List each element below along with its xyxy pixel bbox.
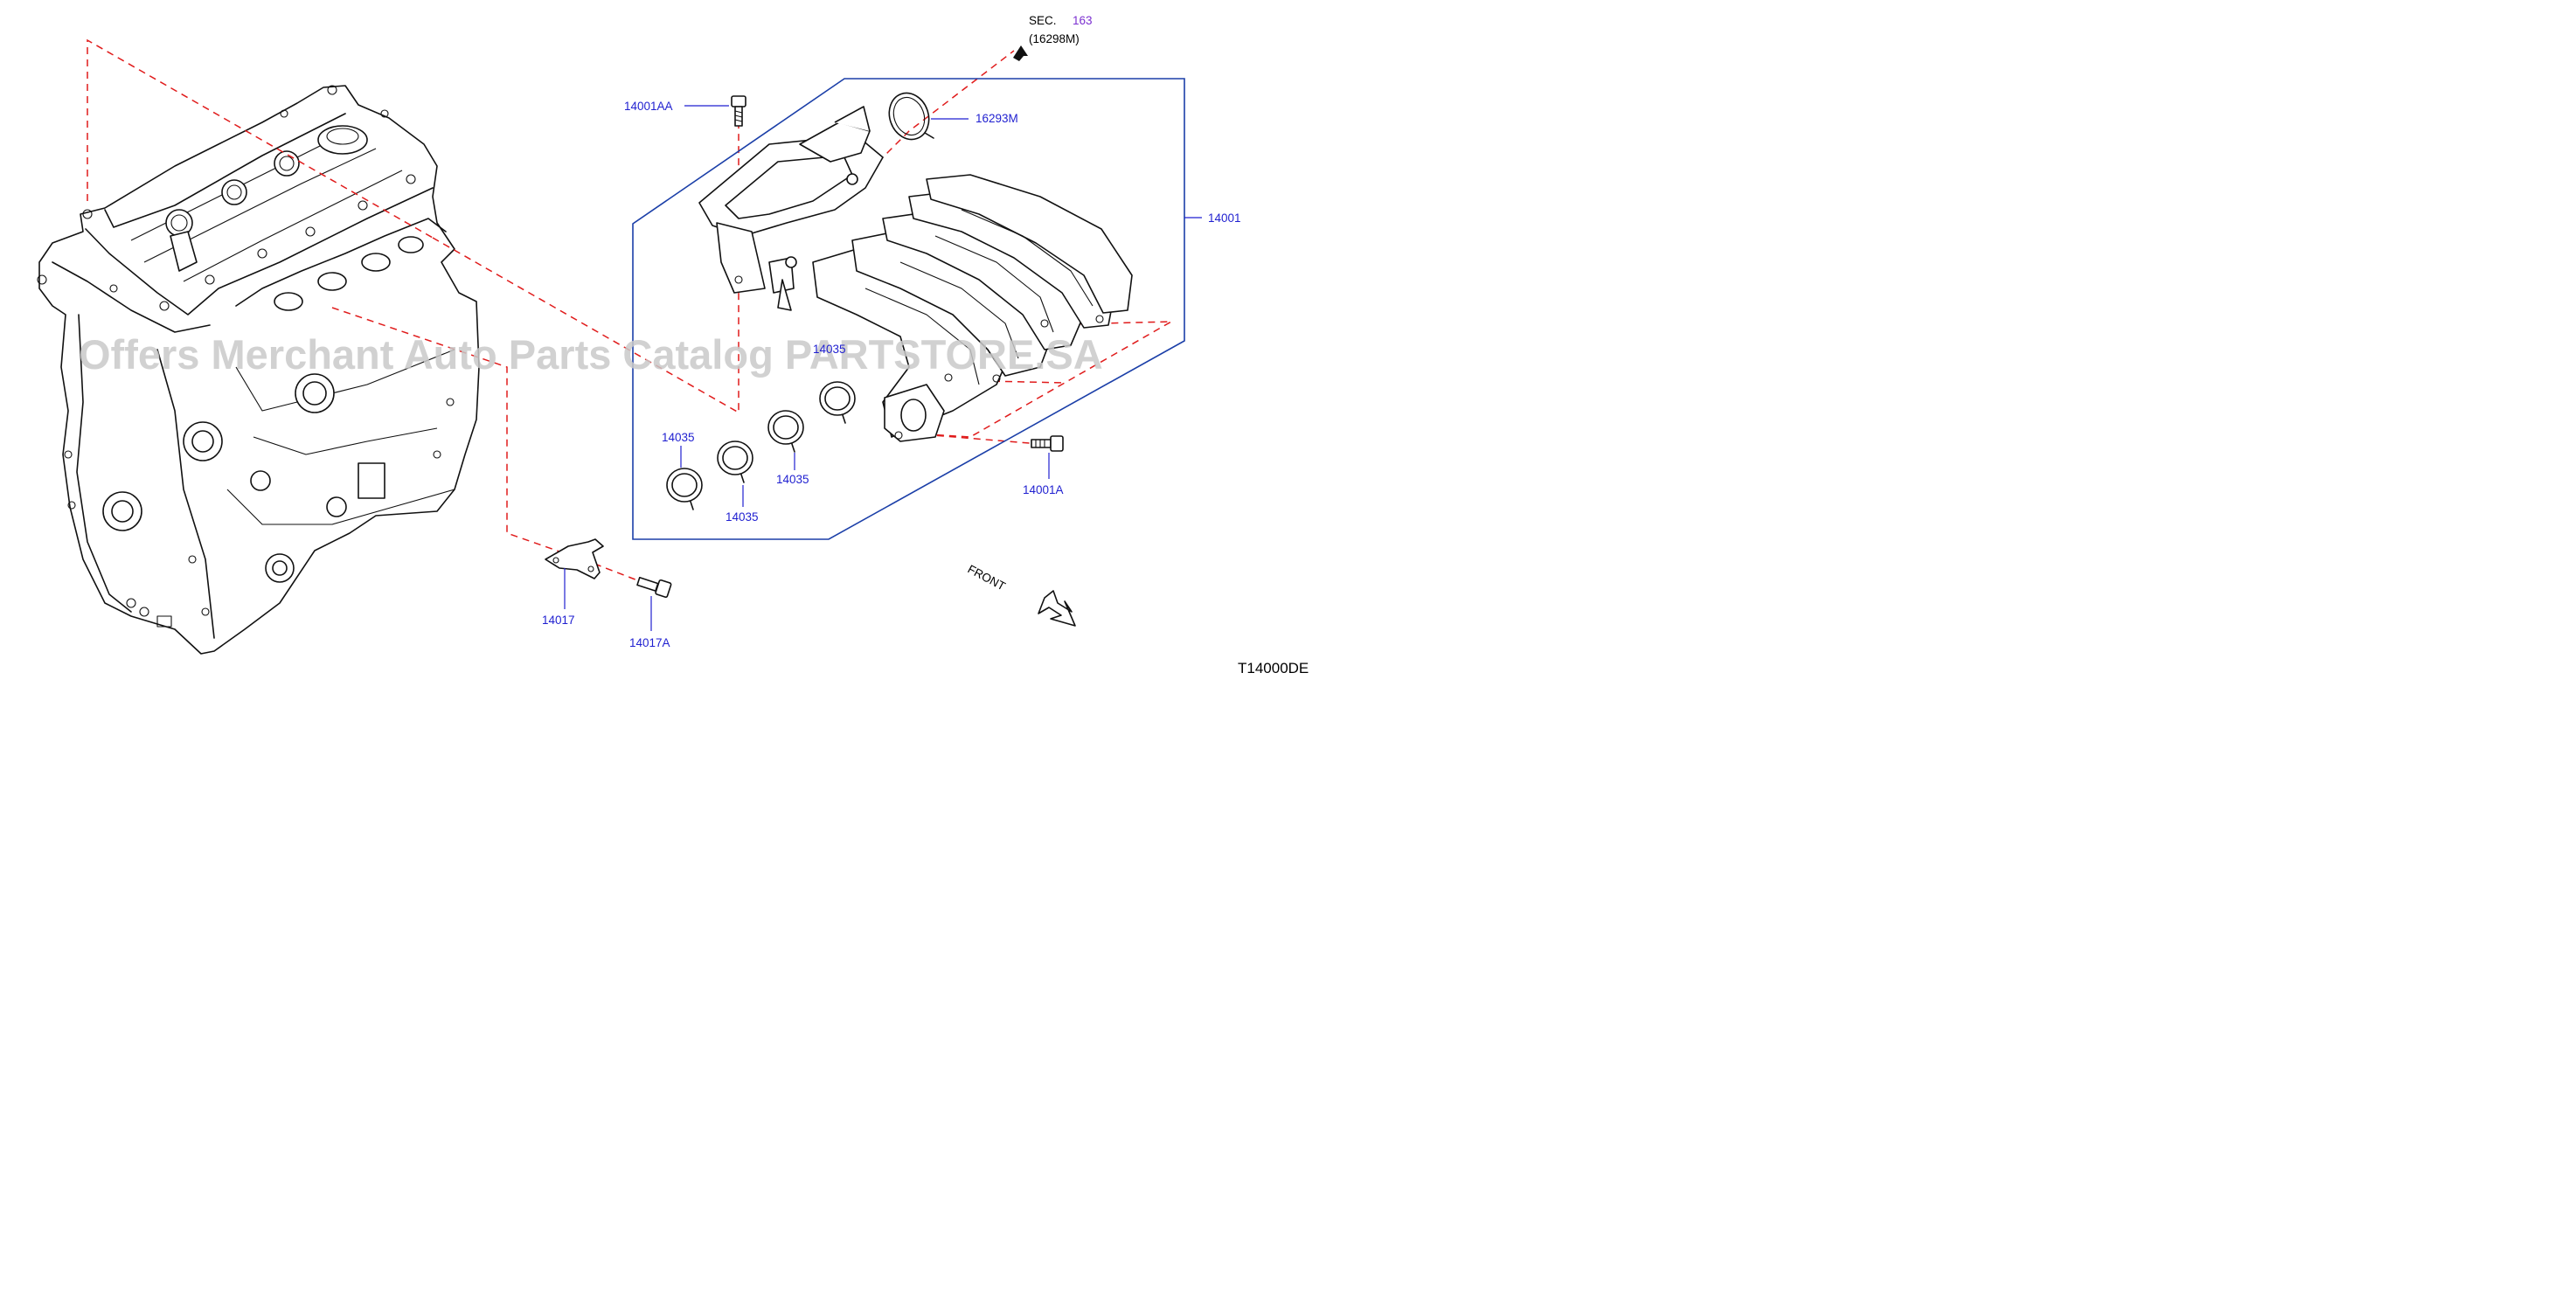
intake-manifold-group-frame [632,78,1185,540]
section-arrow-icon [1013,45,1028,61]
front-arrow-icon [1038,590,1076,627]
section-reference: SEC. 163 (16298M) [1029,14,1093,45]
part-label-14001A[interactable]: 14001A [1023,483,1064,496]
engine-assembly-illustration [37,85,480,655]
gasket-16293M[interactable] [883,87,935,145]
part-label-14001[interactable]: 14001 [1208,212,1241,225]
bolt-14017A[interactable] [636,576,672,599]
gasket-14035-d[interactable] [819,381,856,424]
section-number-link[interactable]: 163 [1073,14,1093,27]
part-label-14017[interactable]: 14017 [542,614,575,627]
parts-diagram: Offers Merchant Auto Parts Catalog PARTS… [37,14,1309,676]
bolt-14001AA[interactable] [731,95,746,127]
gasket-14035-b[interactable] [717,440,753,483]
gasket-14035-a[interactable] [666,468,703,510]
part-label-14035-d[interactable]: 14035 [813,343,846,356]
front-label: FRONT [966,562,1008,593]
part-label-14035-a[interactable]: 14035 [662,431,695,444]
intake-manifold-illustration[interactable] [698,106,1133,442]
section-sub-reference: (16298M) [1029,32,1080,45]
leader-lines [564,105,1202,631]
part-label-14035-b[interactable]: 14035 [726,510,759,524]
section-prefix: SEC. [1029,14,1057,27]
part-labels: 14001AA 16293M 14001 14035 14035 14035 1… [542,100,1241,649]
gasket-14035-c[interactable] [767,410,804,453]
part-label-14035-c[interactable]: 14035 [776,473,809,486]
bracket-14017[interactable] [545,538,604,579]
part-label-14001AA[interactable]: 14001AA [624,100,673,113]
drawing-code: T14000DE [1238,660,1309,676]
part-label-16293M[interactable]: 16293M [976,112,1018,125]
part-label-14017A[interactable]: 14017A [629,636,670,649]
watermark-text: Offers Merchant Auto Parts Catalog PARTS… [79,331,1103,378]
bolt-14001A[interactable] [1031,435,1064,452]
